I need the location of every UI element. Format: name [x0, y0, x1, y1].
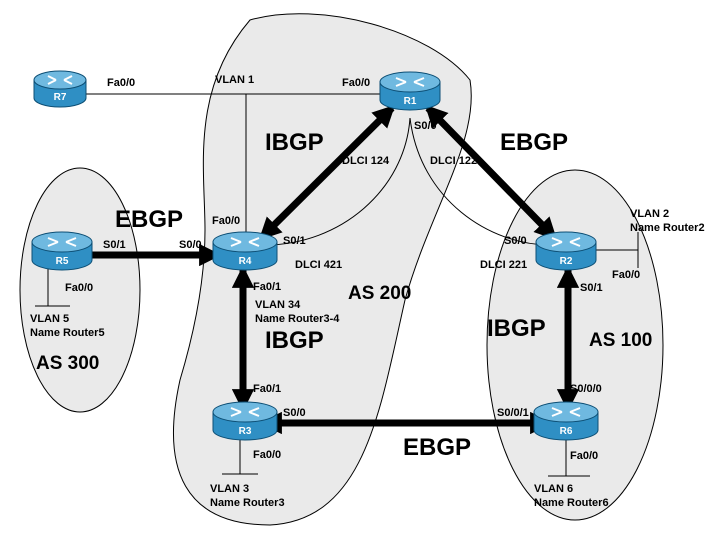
r3-fa00-label: Fa0/0: [253, 449, 281, 461]
vlan3-name-label: Name Router3: [210, 497, 285, 509]
r6-fa00-label: Fa0/0: [570, 450, 598, 462]
router-r2[interactable]: R2: [535, 231, 597, 271]
router-r1-label: R1: [404, 96, 417, 107]
r5-s01-label: S0/1: [103, 239, 126, 251]
dlci421-label: DLCI 421: [295, 259, 342, 271]
router-r2-label: R2: [560, 256, 573, 267]
dlci122-label: DLCI 122: [430, 155, 477, 167]
router-r5-label: R5: [56, 256, 69, 267]
r4-fa01-label: Fa0/1: [253, 281, 281, 293]
r2-fa00-label: Fa0/0: [612, 269, 640, 281]
r3-s00-label: S0/0: [283, 407, 306, 419]
r3-fa01-label: Fa0/1: [253, 383, 281, 395]
vlan5-name-label: Name Router5: [30, 327, 105, 339]
ibgp-r4-r3-label: IBGP: [265, 327, 324, 354]
r1-fa00-label: Fa0/0: [342, 77, 370, 89]
as200-label: AS 200: [348, 283, 411, 304]
as300-region: [19, 167, 141, 413]
router-r4-label: R4: [239, 256, 252, 267]
as300-label: AS 300: [36, 353, 99, 374]
r2-s01-label: S0/1: [580, 282, 603, 294]
r6-s001-label: S0/0/1: [497, 407, 529, 419]
vlan34-name-label: Name Router3-4: [255, 313, 340, 325]
r4-s01-label: S0/1: [283, 235, 306, 247]
r5-fa00-label: Fa0/0: [65, 282, 93, 294]
vlan6-label: VLAN 6: [534, 483, 573, 495]
vlan3-label: VLAN 3: [210, 483, 249, 495]
dlci124-label: DLCI 124: [342, 155, 390, 167]
r6-s000-label: S0/0/0: [570, 383, 602, 395]
r7-fa00-label: Fa0/0: [107, 77, 135, 89]
router-r1[interactable]: R1: [379, 71, 441, 111]
router-r7[interactable]: R7: [33, 70, 87, 108]
router-r5[interactable]: R5: [31, 231, 93, 271]
ebgp-r5-r4-label: EBGP: [115, 206, 183, 233]
vlan34-label: VLAN 34: [255, 299, 301, 311]
vlan6-name-label: Name Router6: [534, 497, 609, 509]
r4-s00-label: S0/0: [179, 239, 202, 251]
router-r7-label: R7: [54, 92, 67, 103]
r4-fa00-label: Fa0/0: [212, 215, 240, 227]
vlan1-label: VLAN 1: [215, 74, 254, 86]
router-r3-label: R3: [239, 426, 252, 437]
ebgp-r1-r2-label: EBGP: [500, 129, 568, 156]
ibgp-r2-r6-label: IBGP: [487, 315, 546, 342]
router-r6-label: R6: [560, 426, 573, 437]
vlan2-name-label: Name Router2: [630, 222, 705, 234]
ibgp-r1-r4-arrow: [258, 104, 396, 241]
r1-s00-label: S0/0: [414, 120, 437, 132]
vlan5-label: VLAN 5: [30, 313, 69, 325]
router-r3[interactable]: R3: [212, 401, 278, 441]
dlci221-label: DLCI 221: [480, 259, 527, 271]
vlan2-label: VLAN 2: [630, 208, 669, 220]
r2-s00-label: S0/0: [504, 235, 527, 247]
router-r6[interactable]: R6: [533, 401, 599, 441]
as100-label: AS 100: [589, 330, 652, 351]
ebgp-r3-r6-label: EBGP: [403, 434, 471, 461]
ebgp-r1-r2-arrow: [424, 104, 558, 241]
router-r4[interactable]: R4: [212, 231, 278, 271]
ibgp-r1-r4-label: IBGP: [265, 129, 324, 156]
